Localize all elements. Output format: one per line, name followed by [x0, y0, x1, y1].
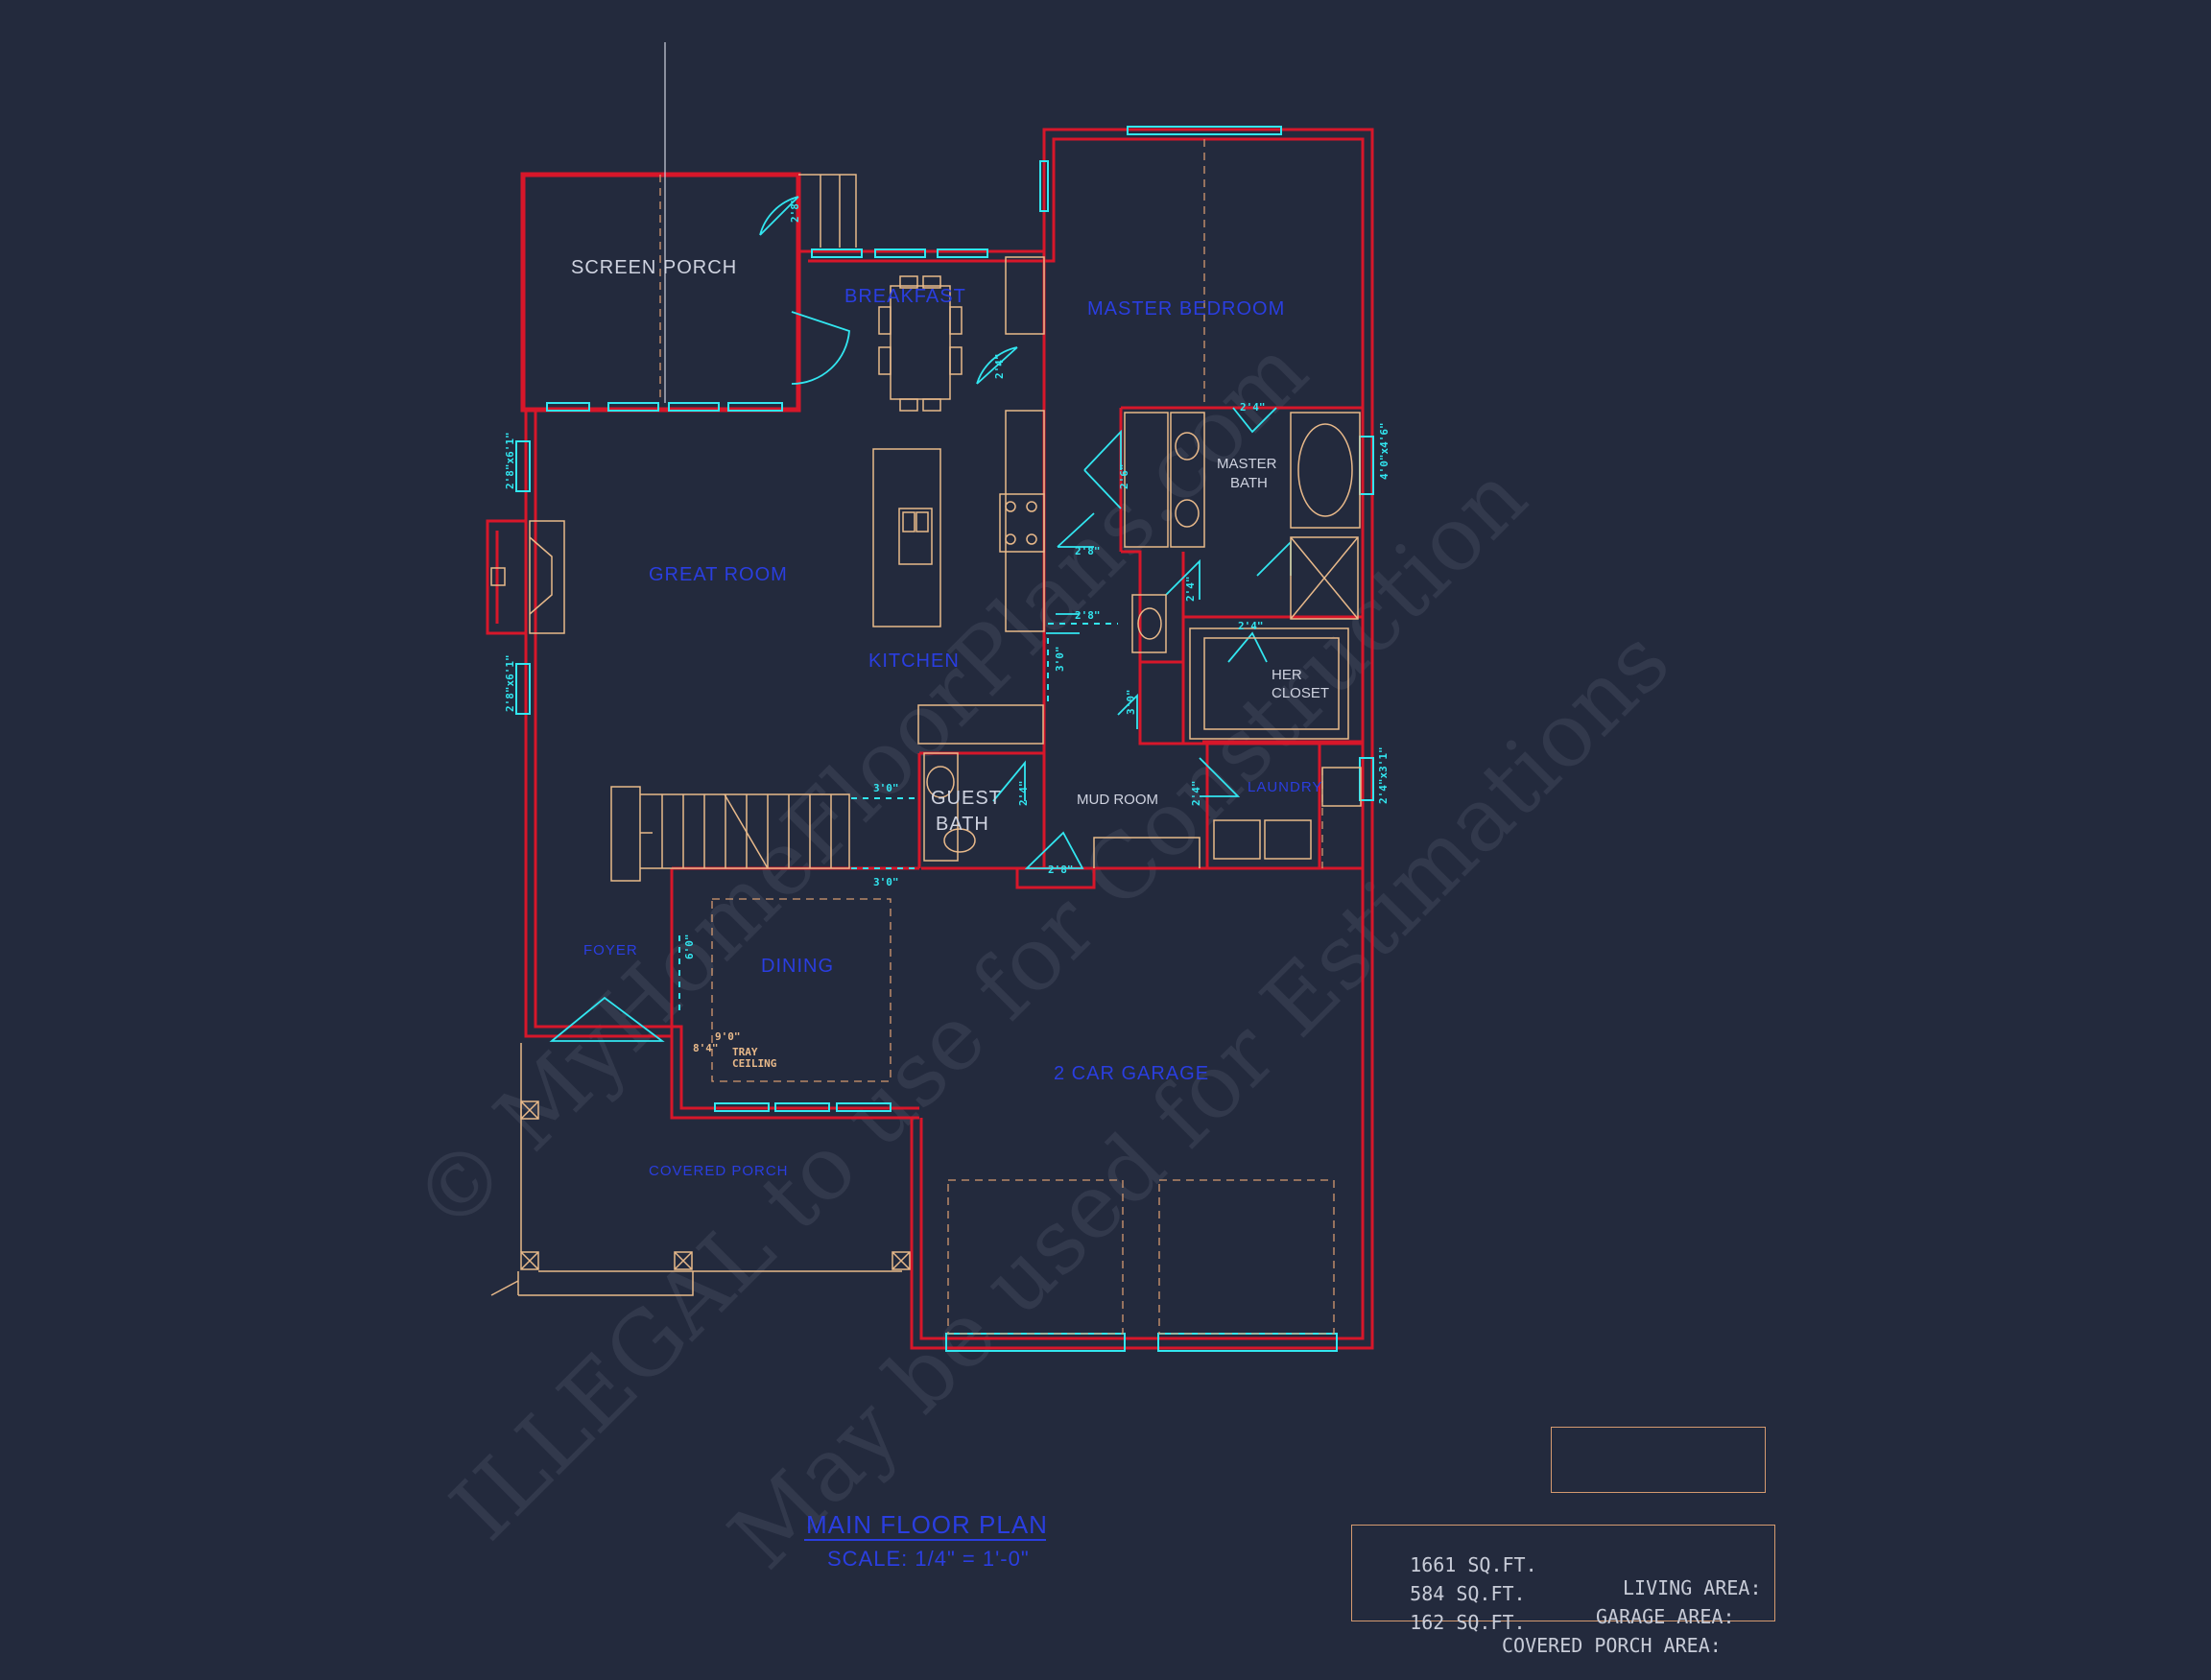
doors [549, 196, 1292, 1042]
tray-ceiling-label-2: CEILING [732, 1057, 777, 1070]
covered-porch-label: COVERED PORCH [649, 1163, 789, 1179]
dim-closet-door-3: 2'4" [1238, 620, 1264, 632]
title-stamp-box [1551, 1427, 1766, 1493]
plan-title-block: MAIN FLOOR PLAN SCALE: 1/4" = 1'-0" [804, 1510, 1048, 1571]
dim-mud-door: 2'8" [1048, 864, 1074, 876]
area-row-garage: 584 SQ.FT. GARAGE AREA: [1364, 1559, 1734, 1651]
dim-window-left-2: 2'8"x6'1" [504, 654, 516, 712]
dim-laundry-door: 2'4" [1190, 781, 1202, 807]
master-bedroom-label: MASTER BEDROOM [1087, 298, 1285, 319]
master-bath-label-1: MASTER [1217, 456, 1277, 472]
master-bath-label-2: BATH [1230, 475, 1268, 491]
dim-guest-door: 2'4" [1017, 781, 1030, 807]
living-area-label: LIVING AREA: [1623, 1576, 1762, 1599]
dim-laundry-window: 2'4"x3'1" [1377, 746, 1390, 804]
dim-dining-opening: 6'0" [683, 935, 696, 960]
dim-tray-2: 8'4" [693, 1042, 719, 1054]
garage-area-value: 584 SQ.FT. [1410, 1582, 1526, 1605]
cyan-dashed-openings [678, 623, 1118, 1012]
her-closet-label-1: HER [1272, 667, 1302, 683]
dim-tray-1: 9'0" [715, 1030, 741, 1043]
mud-room-label: MUD ROOM [1077, 792, 1158, 808]
dim-tub-window: 4'0"x4'6" [1378, 422, 1391, 480]
living-area-value: 1661 SQ.FT. [1410, 1553, 1537, 1576]
dim-wc-door: 2'4" [1184, 577, 1197, 603]
dim-closet-door-2: 2'8" [1075, 545, 1101, 557]
foyer-label: FOYER [583, 942, 638, 958]
dim-porch-door: 2'8" [789, 198, 801, 224]
dim-hall-opening: 3'0" [1054, 647, 1066, 673]
garage-label: 2 CAR GARAGE [1054, 1063, 1209, 1084]
kitchen-label: KITCHEN [868, 651, 960, 672]
dashed-lines [659, 139, 1335, 1335]
area-table: 1661 SQ.FT. LIVING AREA: 584 SQ.FT. GARA… [1351, 1525, 1775, 1657]
screen-porch-label: SCREEN PORCH [571, 257, 737, 278]
dim-opening-1: 2'8" [1075, 609, 1101, 622]
room-labels: SCREEN PORCH BREAKFAST MASTER BEDROOM MA… [571, 257, 1329, 1179]
dim-breakfast-door: 2'4" [993, 354, 1006, 380]
dim-master-bath-door: 2'4" [1240, 401, 1266, 414]
laundry-label: LAUNDRY [1248, 779, 1322, 795]
area-row-porch: 162 SQ.FT. COVERED PORCH AREA: [1364, 1588, 1722, 1680]
plan-title: MAIN FLOOR PLAN [806, 1510, 1048, 1539]
dim-window-left-1: 2'8"x6'1" [504, 432, 516, 489]
porch-area-value: 162 SQ.FT. [1410, 1611, 1526, 1634]
fixtures [490, 174, 1362, 1296]
dim-closet-door-1: 2'6" [1118, 464, 1130, 490]
dimension-labels: 2'8" 2'4" 2'8"x6'1" 2'8"x6'1" 2'4" 2'6" … [504, 198, 1391, 1055]
dim-stair-opening-2: 3'0" [873, 876, 899, 888]
garage-area-label: GARAGE AREA: [1596, 1605, 1735, 1628]
great-room-label: GREAT ROOM [649, 564, 788, 585]
guest-bath-label-2: BATH [936, 814, 989, 835]
porch-area-label: COVERED PORCH AREA: [1502, 1634, 1722, 1657]
guest-bath-label-1: GUEST [931, 788, 1002, 809]
dim-closet-door-4: 3'0" [1125, 690, 1137, 716]
tray-ceiling-label-1: TRAY [732, 1046, 758, 1058]
dining-label: DINING [761, 956, 834, 977]
dim-stair-opening-1: 3'0" [873, 782, 899, 794]
her-closet-label-2: CLOSET [1272, 685, 1329, 701]
breakfast-label: BREAKFAST [844, 286, 966, 307]
plan-scale: SCALE: 1/4" = 1'-0" [827, 1547, 1030, 1571]
area-row-living: 1661 SQ.FT. LIVING AREA: [1364, 1530, 1761, 1622]
